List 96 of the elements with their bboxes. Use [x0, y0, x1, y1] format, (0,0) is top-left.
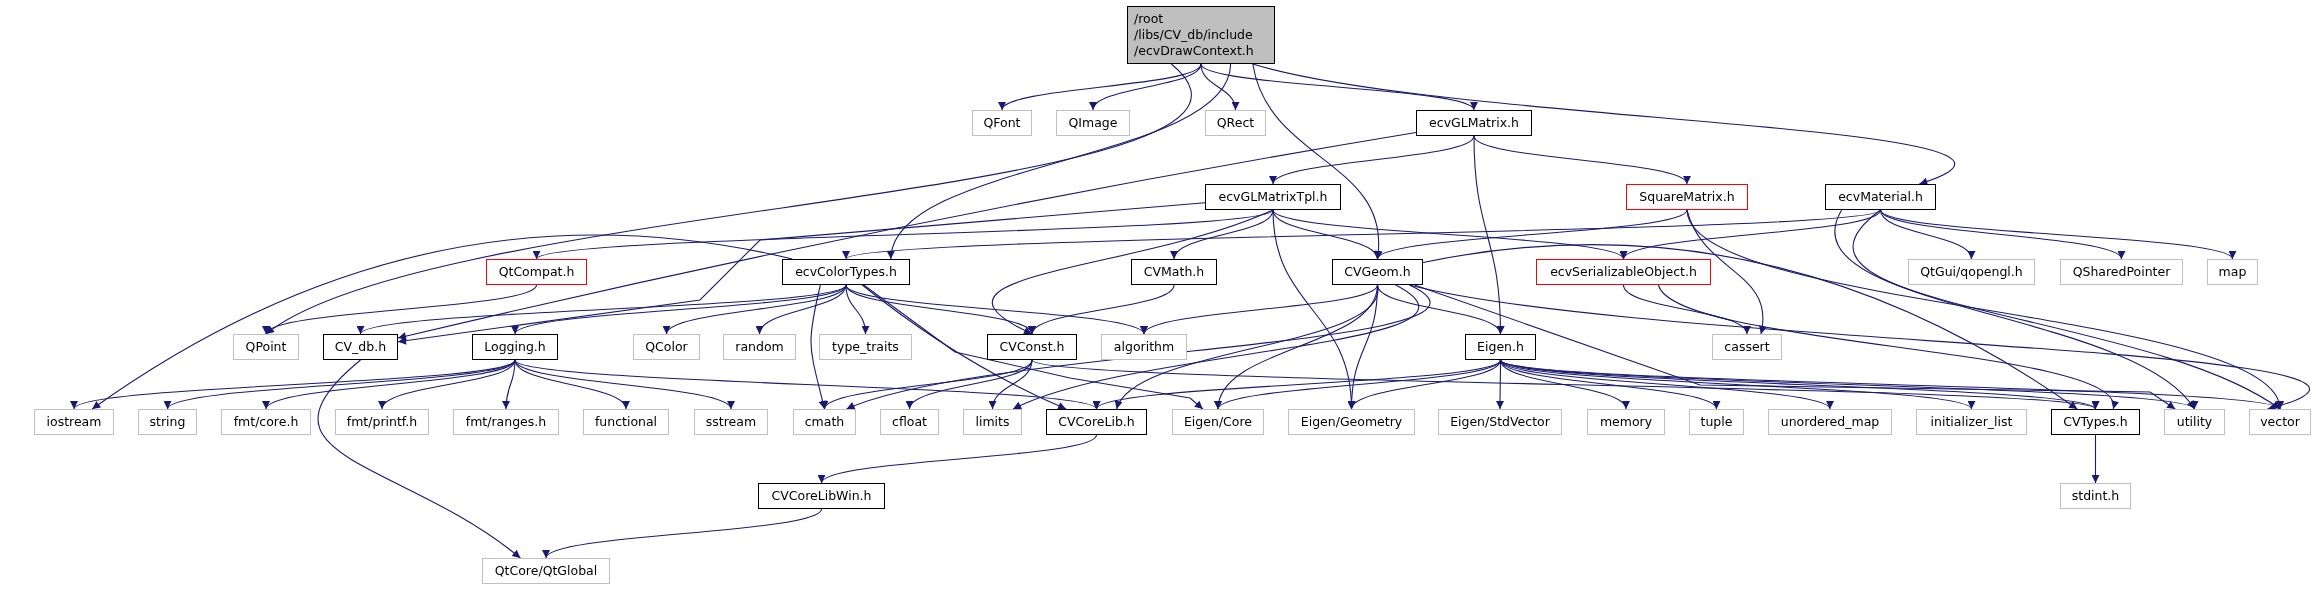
header-file-box: Logging.h	[472, 334, 558, 360]
system-header-box: map	[2207, 259, 2258, 285]
system-header-box: cfloat	[880, 409, 939, 435]
include-arrow	[1095, 359, 1502, 410]
include-arrow	[1272, 209, 1625, 260]
header-file-box: Eigen.h	[1465, 334, 1536, 360]
include-arrow	[91, 234, 793, 410]
include-arrow	[1879, 209, 2123, 260]
system-header-box: fmt/ranges.h	[453, 409, 559, 435]
header-file-box: CVCoreLibWin.h	[758, 483, 885, 509]
header-file-box: ecvSerializableObject.h	[1536, 259, 1711, 285]
include-arrow	[2091, 434, 2100, 484]
system-header-box: random	[723, 334, 796, 360]
include-arrow	[359, 284, 847, 335]
header-file-box: CVGeom.h	[1332, 259, 1423, 285]
include-arrow	[545, 508, 823, 559]
include-arrow	[1622, 209, 1882, 260]
system-header-box: algorithm	[1101, 334, 1187, 360]
system-header-box: stdint.h	[2060, 483, 2131, 509]
system-header-box: sstream	[694, 409, 768, 435]
header-file-box: ecvGLMatrix.h	[1416, 110, 1532, 136]
system-header-box: fmt/printf.h	[335, 409, 429, 435]
header-file-box: CV_db.h	[323, 334, 398, 360]
header-file-box: CVCoreLib.h	[1046, 409, 1147, 435]
system-header-box: functional	[583, 409, 669, 435]
include-arrow	[317, 359, 521, 559]
system-header-box: vector	[2249, 409, 2311, 435]
include-arrow	[889, 63, 1232, 260]
include-arrow	[514, 284, 847, 335]
system-header-box: QImage	[1056, 110, 1130, 136]
include-arrow	[861, 284, 1067, 410]
system-header-box: iostream	[34, 409, 114, 435]
system-header-box: QPoint	[233, 334, 299, 360]
include-arrow	[1012, 284, 1418, 410]
include-arrow	[1001, 63, 1202, 111]
include-arrow	[1031, 284, 1175, 335]
include-arrow	[1143, 284, 1379, 335]
include-arrow	[845, 284, 1145, 335]
include-arrow	[845, 284, 869, 335]
system-header-box: type_traits	[819, 334, 912, 360]
include-arrow	[73, 359, 516, 410]
include-arrow	[514, 359, 732, 410]
system-header-box: Eigen/StdVector	[1438, 409, 1562, 435]
header-file-box: SquareMatrix.h	[1626, 184, 1748, 210]
header-file-box: CVTypes.h	[2051, 409, 2140, 435]
include-arrow	[1272, 135, 1475, 185]
system-header-box: tuple	[1689, 409, 1744, 435]
system-header-box: QtGui/qopengl.h	[1908, 259, 2035, 285]
include-arrow	[1879, 209, 1973, 260]
include-arrow	[397, 202, 1206, 345]
include-arrow	[1376, 284, 1502, 335]
system-header-box: Eigen/Core	[1172, 409, 1264, 435]
header-file-box: ecvMaterial.h	[1825, 184, 1936, 210]
current-file-box: /root /libs/CV_db/include /ecvDrawContext.h	[1127, 6, 1275, 64]
include-arrow	[845, 284, 1033, 335]
include-arrow	[1092, 63, 1202, 111]
include-arrow	[397, 132, 1417, 341]
include-arrow	[1252, 63, 1952, 185]
header-file-box: QtCompat.h	[486, 259, 587, 285]
include-arrow	[820, 434, 1098, 484]
include-arrow	[1200, 63, 1475, 111]
system-header-box: fmt/core.h	[221, 409, 311, 435]
include-arrow	[993, 209, 1274, 335]
include-arrow	[1473, 135, 1688, 185]
include-arrow	[810, 284, 827, 410]
header-file-box: ecvColorTypes.h	[782, 259, 910, 285]
include-arrow	[1376, 209, 1688, 260]
system-header-box: QColor	[633, 334, 700, 360]
header-file-box: ecvGLMatrixTpl.h	[1205, 184, 1341, 210]
include-arrow	[1200, 63, 1239, 111]
system-header-box: Eigen/Geometry	[1288, 409, 1415, 435]
system-header-box: string	[138, 409, 197, 435]
include-arrow	[989, 359, 1033, 410]
system-header-box: QRect	[1205, 110, 1266, 136]
system-header-box: QtCore/QtGlobal	[482, 558, 610, 584]
header-file-box: CVConst.h	[987, 334, 1077, 360]
include-arrow	[514, 359, 1098, 410]
include-arrow	[265, 284, 538, 335]
system-header-box: initializer_list	[1916, 409, 2027, 435]
include-arrow	[535, 209, 1274, 260]
header-file-box: CVMath.h	[1131, 259, 1217, 285]
include-arrow	[863, 284, 1204, 410]
include-arrow	[1879, 209, 2234, 260]
include-arrow	[265, 63, 1192, 335]
system-header-box: QFont	[972, 110, 1032, 136]
system-header-box: utility	[2164, 409, 2225, 435]
include-arrow	[1172, 209, 1274, 260]
system-header-box: memory	[1587, 409, 1665, 435]
system-header-box: unordered_map	[1768, 409, 1892, 435]
system-header-box: cmath	[793, 409, 856, 435]
include-arrow	[1350, 359, 1502, 410]
include-arrow	[265, 359, 516, 410]
include-arrow	[1217, 359, 1502, 410]
system-header-box: limits	[963, 409, 1022, 435]
system-header-box: QSharedPointer	[2060, 259, 2183, 285]
include-arrow	[758, 284, 847, 335]
